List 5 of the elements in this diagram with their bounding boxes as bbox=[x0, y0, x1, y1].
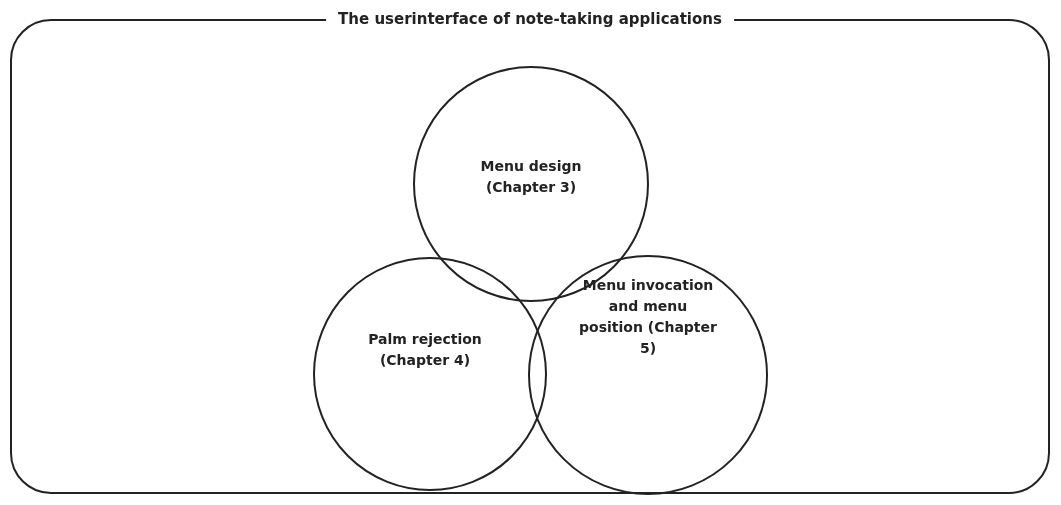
circle-label: Palm rejection (Chapter 4) bbox=[367, 330, 483, 370]
circle-label: Menu design (Chapter 3) bbox=[479, 157, 583, 197]
frame-title: The userinterface of note-taking applications bbox=[326, 9, 734, 30]
venn-circle bbox=[528, 255, 768, 495]
venn-circle bbox=[313, 257, 547, 491]
